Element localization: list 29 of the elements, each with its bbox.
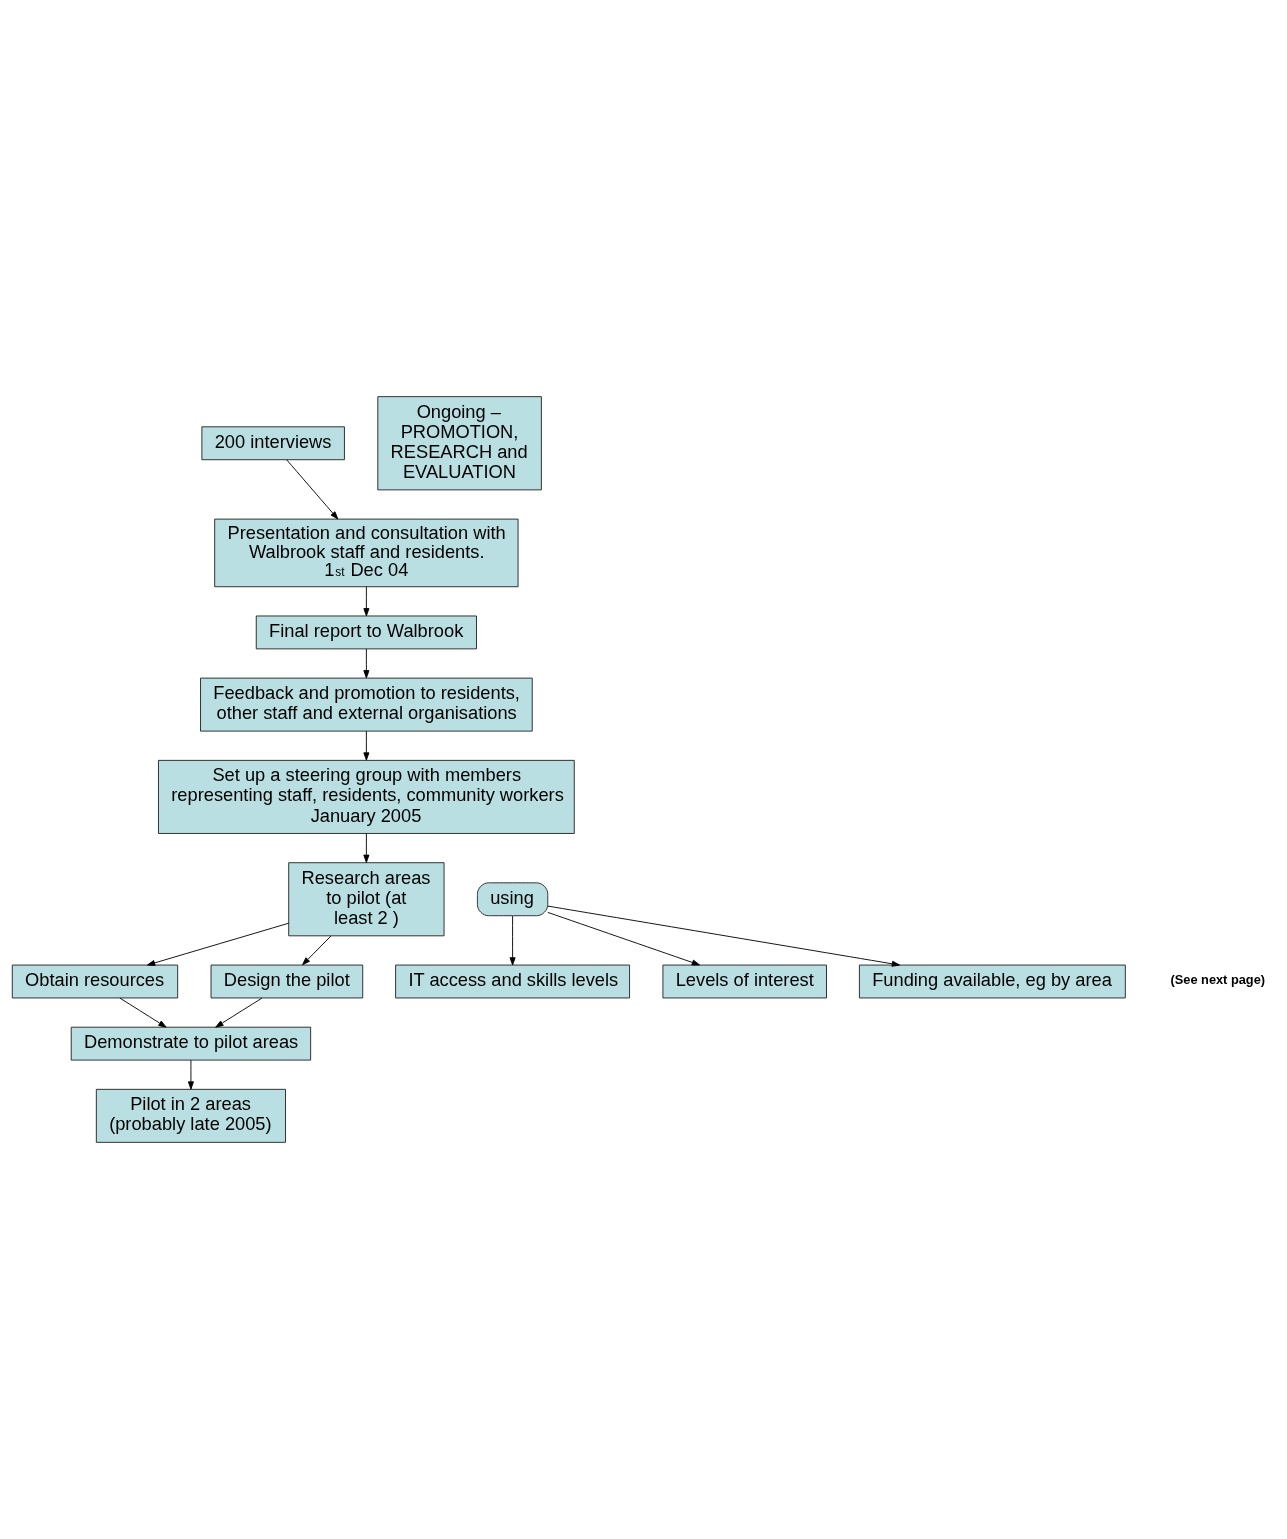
node-box: Levels of interest: [662, 964, 827, 999]
label: (See next page): [1170, 971, 1266, 987]
node-box: Pilot in 2 areas (probably late 2005): [95, 1088, 286, 1143]
node-box: Set up a steering group with members representing staff, residents, community workers January 2005: [158, 759, 575, 834]
node-box: using: [476, 882, 549, 917]
arrow: [363, 730, 370, 761]
arrow: [363, 833, 370, 863]
node-box: Presentation and consultation with Walbrook staff and residents. 1st Dec 04: [214, 518, 519, 588]
node-box: Funding available, eg by area: [858, 964, 1126, 999]
node-box: Obtain resources: [11, 964, 179, 999]
arrow: [509, 915, 516, 966]
arrow: [547, 911, 700, 966]
node-box: Ongoing – PROMOTION, RESEARCH and EVALUATION: [377, 396, 542, 491]
node-box: IT access and skills levels: [395, 964, 630, 999]
arrow: [215, 997, 263, 1028]
arrow: [363, 586, 370, 617]
arrow: [187, 1059, 194, 1090]
node-box: 200 interviews: [201, 426, 345, 461]
arrow: [146, 922, 290, 966]
node-box: Research areas to pilot (at least 2 ): [288, 862, 445, 937]
node-box: Demonstrate to pilot areas: [70, 1026, 312, 1061]
arrow: [363, 648, 370, 679]
arrow: [286, 459, 339, 520]
arrow: [547, 905, 900, 967]
node-box: Feedback and promotion to residents, other staff and external organisations: [200, 677, 533, 732]
arrow: [119, 997, 167, 1028]
arrow: [302, 935, 332, 966]
node-box: Design the pilot: [210, 964, 364, 999]
node-box: Final report to Walbrook: [255, 615, 477, 650]
